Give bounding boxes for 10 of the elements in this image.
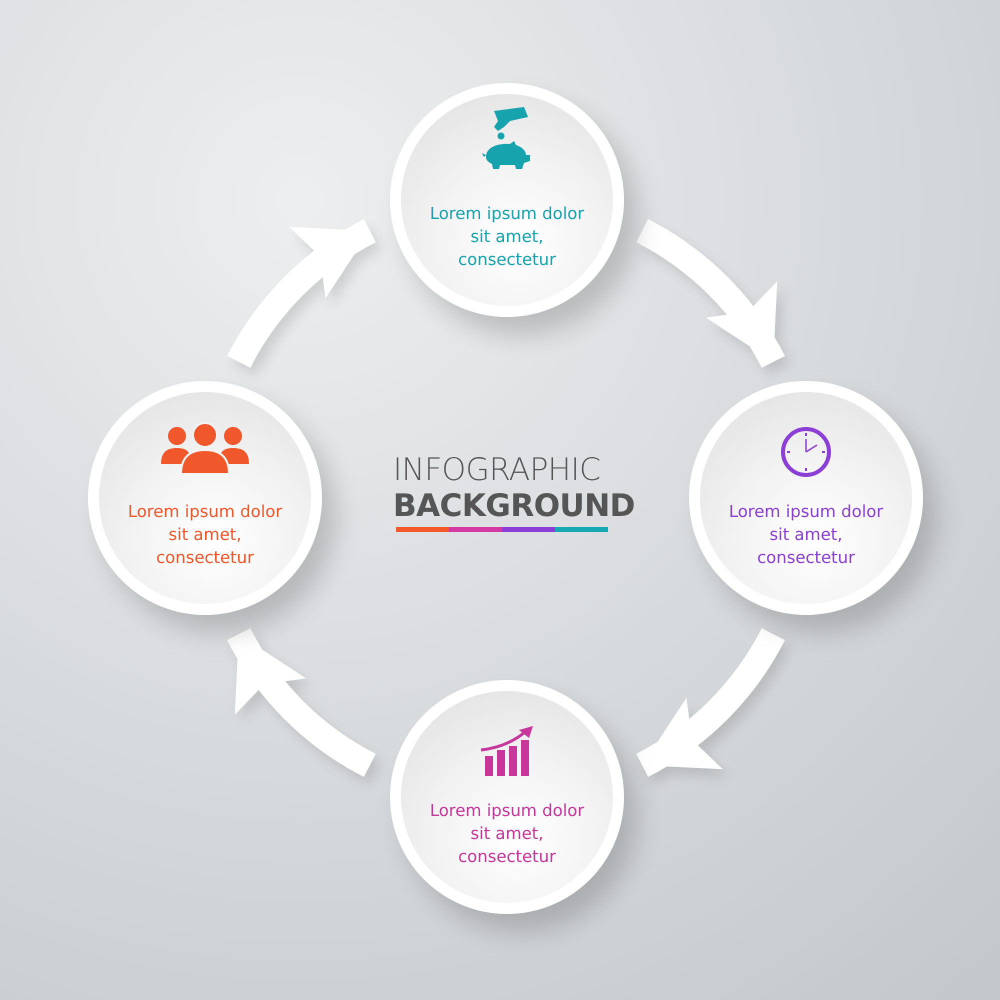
curved-arrow — [228, 628, 376, 776]
node-text: Lorem ipsum dolor sit amet, consectetur — [428, 800, 586, 868]
curved-arrow — [636, 220, 784, 368]
node-text: Lorem ipsum dolor sit amet, consectetur — [126, 501, 284, 569]
node-text: Lorem ipsum dolor sit amet, consectetur — [728, 501, 884, 569]
heading-text: BACKGROUND — [393, 488, 635, 524]
curved-arrow — [228, 220, 376, 368]
node-text: Lorem ipsum dolor sit amet, consectetur — [428, 203, 586, 271]
heading-text: INFOGRAPHIC — [393, 452, 600, 488]
curved-arrow — [636, 628, 784, 776]
